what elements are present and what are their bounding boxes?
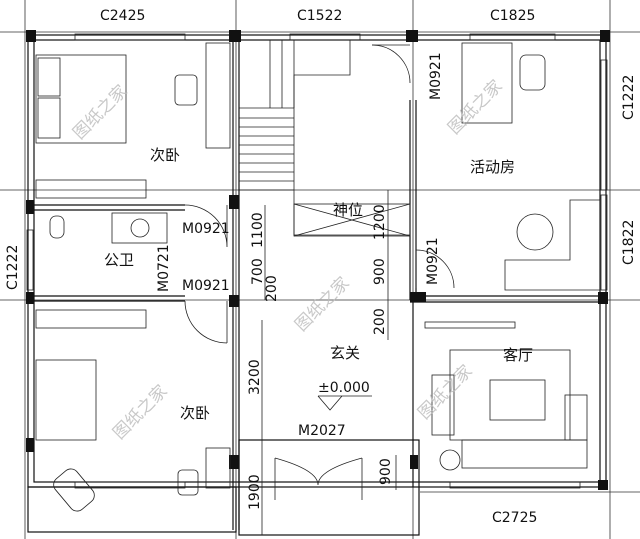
room-label: 公卫 — [104, 251, 134, 269]
room-label: 次卧 — [150, 146, 180, 164]
room-label: 活动房 — [470, 158, 515, 176]
dimension-label: 900 — [372, 258, 388, 285]
door-label: M0921 — [182, 278, 230, 294]
door-label: M0921 — [425, 237, 441, 285]
elevation-label: ±0.000 — [318, 380, 370, 396]
doors[interactable] — [184, 44, 455, 500]
furniture — [35, 42, 601, 512]
windows — [26, 33, 608, 489]
room-label: 玄关 — [330, 344, 360, 362]
dimension-label: 1200 — [372, 204, 388, 240]
watermark: 图纸之家 — [109, 381, 171, 443]
dimension-label: 200 — [372, 308, 388, 335]
window-label: C2725 — [492, 510, 537, 526]
dimension-lines — [261, 190, 397, 535]
staircase[interactable] — [239, 40, 411, 237]
door-label: M0721 — [156, 244, 172, 292]
window-label: C2425 — [100, 8, 145, 24]
door-label: M0921 — [182, 221, 230, 237]
room-label: 神位 — [333, 201, 363, 219]
watermark: 图纸之家 — [291, 273, 353, 335]
watermark: 图纸之家 — [69, 81, 131, 143]
elevation-marker-icon — [317, 395, 372, 411]
dimension-label: 700 — [250, 258, 266, 285]
room-label: 客厅 — [503, 346, 533, 364]
dimension-label: 200 — [264, 275, 280, 302]
dimension-label: 1900 — [247, 474, 263, 510]
window-label: C1822 — [621, 220, 637, 265]
room-label: 次卧 — [180, 404, 210, 422]
dimension-label: 900 — [378, 458, 394, 485]
door-label: M0921 — [428, 52, 444, 100]
dimension-label: 3200 — [247, 359, 263, 395]
window-label: C1825 — [490, 8, 535, 24]
window-label: C1522 — [297, 8, 342, 24]
window-label: C1222 — [621, 75, 637, 120]
watermark: 图纸之家 — [444, 76, 506, 138]
watermark: 图纸之家 — [414, 361, 476, 423]
door-label: M2027 — [298, 423, 346, 439]
dimension-label: 1100 — [250, 212, 266, 248]
window-label: C1222 — [5, 245, 21, 290]
